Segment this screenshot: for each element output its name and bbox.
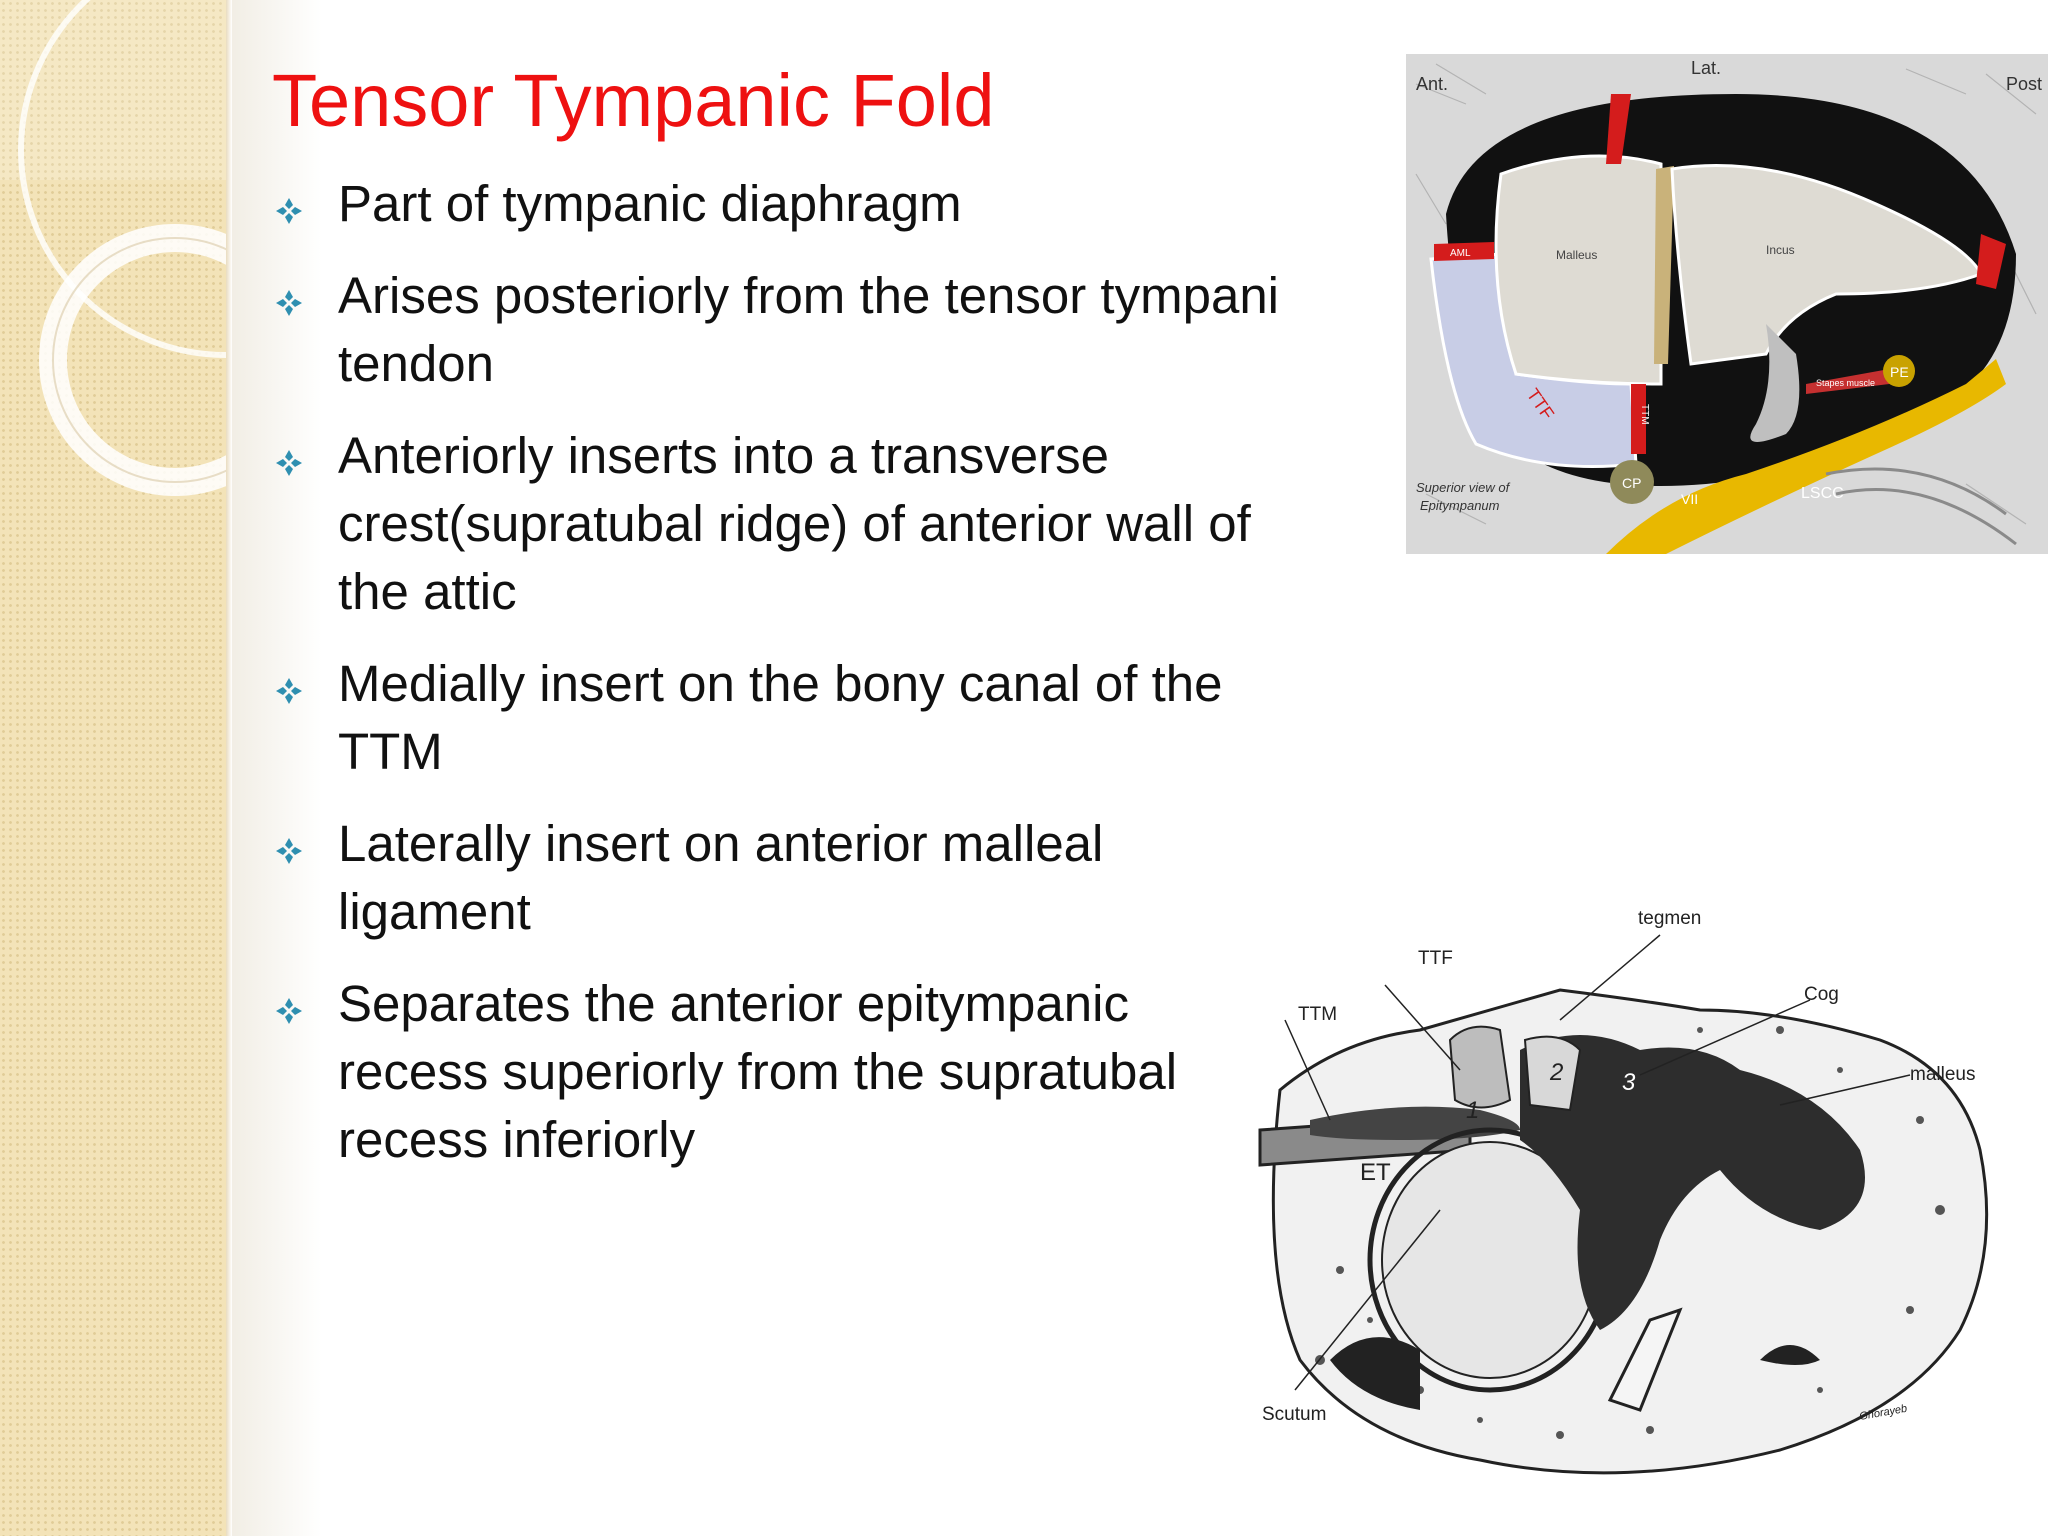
label-vii: VII	[1681, 491, 1698, 507]
bullet-line: ligament	[338, 883, 531, 940]
label-tegmen: tegmen	[1638, 908, 1701, 929]
label-ttf: TTF	[1418, 948, 1453, 969]
bullet-line: the attic	[338, 563, 517, 620]
bullet-line: Arises posteriorly from the tensor tympa…	[338, 267, 1280, 324]
label-caption-1: Superior view of	[1416, 480, 1511, 495]
label-ttm: TTM	[1298, 1004, 1337, 1025]
label-n1: 1	[1466, 1097, 1479, 1124]
diamond-bullet-icon	[274, 650, 338, 711]
middle-ear-section-figure: tegmen TTF Cog TTM malleus ET Scutum 1 2…	[1220, 890, 2020, 1490]
side-band-fade	[232, 0, 322, 1536]
epitympanum-superior-view-figure: Ant. Lat. Post Malleus Incus AML TTF TTM…	[1406, 54, 2048, 554]
side-band-edge	[226, 0, 232, 1536]
diamond-bullet-icon	[274, 810, 338, 871]
label-n2: 2	[1549, 1059, 1563, 1086]
label-pe: PE	[1890, 364, 1909, 380]
bullet-list: Part of tympanic diaphragm Arises poster…	[274, 170, 1394, 1198]
label-ttm: TTM	[1639, 404, 1650, 425]
bullet-item: Laterally insert on anterior malleal lig…	[274, 810, 1394, 946]
bullet-line: tendon	[338, 335, 494, 392]
bullet-item: Arises posteriorly from the tensor tympa…	[274, 262, 1394, 398]
label-ant: Ant.	[1416, 74, 1448, 94]
diamond-bullet-icon	[274, 170, 338, 231]
bullet-item: Medially insert on the bony canal of the…	[274, 650, 1394, 786]
label-lat: Lat.	[1691, 58, 1721, 78]
bullet-text: Arises posteriorly from the tensor tympa…	[338, 262, 1279, 398]
bullet-line: crest(supratubal ridge) of anterior wall…	[338, 495, 1251, 552]
bullet-line: Medially insert on the bony canal of the	[338, 655, 1223, 712]
decorative-rings	[0, 0, 226, 496]
bullet-text: Anteriorly inserts into a transverse cre…	[338, 422, 1251, 626]
bullet-line: recess inferiorly	[338, 1111, 696, 1168]
label-aml: AML	[1450, 248, 1471, 259]
bullet-text: Part of tympanic diaphragm	[338, 170, 962, 238]
bullet-line: TTM	[338, 723, 443, 780]
label-incus: Incus	[1766, 243, 1795, 257]
bullet-text: Medially insert on the bony canal of the…	[338, 650, 1223, 786]
slide-title: Tensor Tympanic Fold	[272, 59, 995, 142]
diamond-bullet-icon	[274, 262, 338, 323]
diamond-bullet-icon	[274, 422, 338, 483]
label-cp: CP	[1622, 475, 1641, 491]
label-stapes-muscle: Stapes muscle	[1816, 378, 1875, 388]
label-lscc: LSCC	[1801, 485, 1844, 502]
diamond-bullet-icon	[274, 970, 338, 1031]
bullet-line: recess superiorly from the supratubal	[338, 1043, 1178, 1100]
bullet-item: Part of tympanic diaphragm	[274, 170, 1394, 238]
label-malleus: Malleus	[1556, 248, 1597, 262]
label-et: ET	[1360, 1159, 1391, 1186]
bullet-item: Separates the anterior epitympanic reces…	[274, 970, 1394, 1174]
bullet-line: Part of tympanic diaphragm	[338, 175, 962, 232]
label-malleus: malleus	[1910, 1064, 1975, 1085]
bullet-text: Separates the anterior epitympanic reces…	[338, 970, 1238, 1174]
bullet-text: Laterally insert on anterior malleal lig…	[338, 810, 1103, 946]
malleus-shape	[1494, 154, 1663, 386]
decorative-side-band	[0, 0, 226, 1536]
label-post: Post	[2006, 74, 2042, 94]
label-n3: 3	[1622, 1069, 1636, 1096]
bullet-line: Laterally insert on anterior malleal	[338, 815, 1104, 872]
label-caption-2: Epitympanum	[1420, 498, 1500, 513]
bullet-item: Anteriorly inserts into a transverse cre…	[274, 422, 1394, 626]
bullet-line: Anteriorly inserts into a transverse	[338, 427, 1109, 484]
label-scutum: Scutum	[1262, 1404, 1326, 1425]
bullet-line: Separates the anterior epitympanic	[338, 975, 1129, 1032]
label-cog: Cog	[1804, 984, 1839, 1005]
incus-shape	[1670, 164, 1984, 366]
